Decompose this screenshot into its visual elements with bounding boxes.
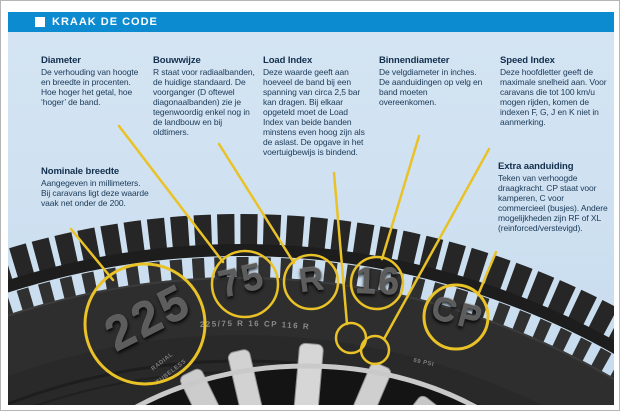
annotation-body: R staat voor radiaalbanden, de huidige s… (153, 67, 255, 137)
callout-line-load-index (332, 171, 349, 326)
annotation-title: Load Index (263, 55, 313, 66)
rim-edge (134, 363, 478, 405)
annotation-title: Binnendiameter (379, 55, 450, 66)
annotation-body: Deze waarde geeft aan hoeveel de band bi… (263, 67, 365, 157)
annotation-nominale-breedte: Nominale breedte Aangegeven in millimete… (41, 166, 151, 208)
callout-line-speed-index (382, 147, 491, 341)
callout-circle-225 (83, 262, 207, 386)
callout-overlay (69, 124, 498, 386)
callout-line-nominale-breedte (69, 227, 115, 282)
callout-line-bouwwijze (217, 142, 296, 265)
annotation-body: De velgdiameter in inches. De aanduiding… (379, 67, 483, 107)
callout-circle-speed-R (359, 334, 391, 366)
annotation-bouwwijze: Bouwwijze R staat voor radiaalbanden, de… (153, 55, 257, 137)
annotation-body: Teken van verhoogde draagkracht. CP staa… (498, 173, 608, 233)
rim-spoke (330, 395, 439, 405)
diagram-area: 225/75 R 16 CP 116 R 225 75 R 16 CP RADI (8, 32, 614, 405)
callout-circle-75 (210, 249, 280, 319)
annotation-title: Nominale breedte (41, 166, 120, 177)
tire-photo: 225/75 R 16 CP 116 R (8, 214, 614, 405)
header-bar: KRAAK DE CODE (8, 12, 614, 32)
annotation-speed-index: Speed Index Deze hoofdletter geeft de ma… (500, 55, 610, 127)
callout-line-diameter (117, 124, 225, 264)
callout-line-extra-aanduiding (476, 250, 498, 297)
annotation-title: Extra aanduiding (498, 161, 574, 172)
rim-spoke (227, 349, 284, 405)
callout-circle-CP (422, 283, 490, 351)
annotation-body: Deze hoofdletter geeft de maximale snelh… (500, 67, 607, 127)
wheel-rim (134, 342, 478, 405)
annotation-body: Aangegeven in millimeters. Bij caravans … (41, 178, 149, 208)
callout-circle-16 (349, 255, 405, 311)
annotation-title: Speed Index (500, 55, 555, 66)
callout-circle-R (282, 253, 340, 311)
annotation-body: De verhouding van hoogte en breedte in p… (41, 67, 139, 107)
bullet-square-icon (35, 17, 45, 27)
rim-spoke (312, 362, 392, 405)
rim-spoke (285, 342, 324, 405)
rim-spoke (180, 368, 267, 405)
annotation-title: Bouwwijze (153, 55, 201, 66)
annotation-diameter: Diameter De verhouding van hoogte en bre… (41, 55, 145, 107)
annotation-binnendiameter: Binnendiameter De velgdiameter in inches… (379, 55, 485, 107)
callout-line-binnendiameter (380, 134, 421, 261)
annotation-extra-aanduiding: Extra aanduiding Teken van verhoogde dra… (498, 161, 610, 233)
annotation-load-index: Load Index Deze waarde geeft aan hoeveel… (263, 55, 369, 157)
page-title: KRAAK DE CODE (52, 16, 158, 28)
annotation-title: Diameter (41, 55, 81, 66)
